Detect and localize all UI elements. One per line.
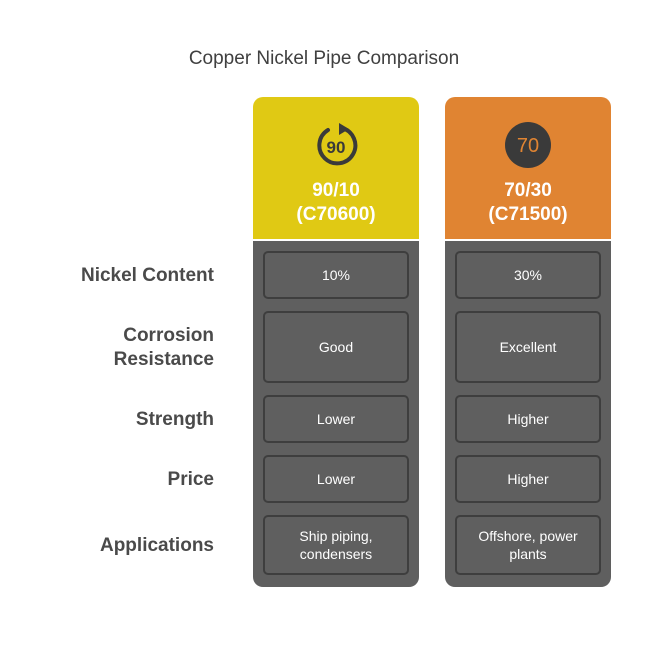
cell-applications: Offshore, power plants bbox=[455, 515, 601, 575]
cell-corrosion-resistance: Good bbox=[263, 311, 409, 383]
row-label-corrosion-resistance: Corrosion Resistance bbox=[113, 325, 214, 370]
column-name-line2: (C71500) bbox=[488, 204, 568, 225]
cell-strength: Higher bbox=[455, 395, 601, 443]
column-header: 70 70/30 (C71500) bbox=[445, 97, 611, 239]
cell-nickel-content: 10% bbox=[263, 251, 409, 299]
row-label-applications: Applications bbox=[99, 535, 214, 556]
cell-strength: Lower bbox=[263, 395, 409, 443]
cell-corrosion-resistance: Excellent bbox=[455, 311, 601, 383]
cell-applications: Ship piping, condensers bbox=[263, 515, 409, 575]
cell-nickel-content: 30% bbox=[455, 251, 601, 299]
column-90-10: 90 90/10 (C70600) 10% Good Lower Lower S… bbox=[253, 97, 419, 587]
row-label-nickel-content: Nickel Content bbox=[80, 265, 214, 286]
badge-label: 70 bbox=[517, 135, 539, 157]
row-label-strength: Strength bbox=[135, 409, 214, 430]
cycle-arrow-90-icon: 90 bbox=[317, 123, 358, 166]
column-name: 70/30 (C71500) bbox=[445, 179, 611, 227]
badge-label: 90 bbox=[327, 138, 346, 157]
column-name: 90/10 (C70600) bbox=[253, 179, 419, 227]
column-70-30: 70 70/30 (C71500) 30% Excellent Higher H… bbox=[445, 97, 611, 587]
cell-price: Higher bbox=[455, 455, 601, 503]
column-header: 90 90/10 (C70600) bbox=[253, 97, 419, 239]
diagram-title: Copper Nickel Pipe Comparison bbox=[188, 48, 460, 69]
cell-price: Lower bbox=[263, 455, 409, 503]
row-label-price: Price bbox=[167, 469, 214, 490]
column-name-line1: 70/30 bbox=[504, 180, 552, 201]
circle-70-icon: 70 bbox=[505, 122, 551, 168]
column-name-line1: 90/10 bbox=[312, 180, 360, 201]
column-name-line2: (C70600) bbox=[296, 204, 376, 225]
